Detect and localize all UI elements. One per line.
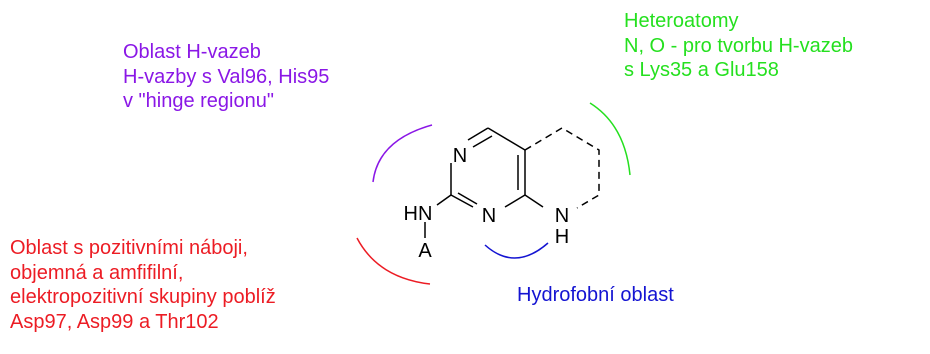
hetero-line-2: N, O - pro tvorbu H-vazeb [624,34,853,57]
pyrimidine-bonds [424,127,544,238]
hbond-line-2: H-vazby s Val96, His95 [123,65,330,88]
hbond-region-label: Oblast H-vazeb H-vazby s Val96, His95 v … [123,40,329,114]
hbond-line-3: v "hinge regionu" [123,90,274,112]
hetero-line-3: s Lys35 a Glu158 [624,59,779,81]
hbond-line-1: Oblast H-vazeb [123,41,261,63]
hydrophobic-line-1: Hydrofobní oblast [517,284,674,306]
positive-line-1: Oblast s pozitivními náboji, [10,237,248,259]
atom-a: A [418,240,432,262]
atom-h-ring: H [555,226,569,248]
hydrophobic-arc [484,242,549,259]
positive-line-4: Asp97, Asp99 a Thr102 [10,310,219,333]
positive-arc [356,237,431,285]
atom-hn: HN [404,203,433,225]
atom-n-bottom: N [482,205,496,227]
heteroatom-region-label: Heteroatomy N, O - pro tvorbu H-vazeb s … [624,9,853,83]
atom-n-top: N [453,145,467,167]
positive-region-label: Oblast s pozitivními náboji, objemná a a… [10,236,276,334]
dashed-ring-bonds [524,127,600,209]
hydrophobic-region-label: Hydrofobní oblast [517,283,674,308]
heteroatom-arc [589,102,631,176]
hetero-line-1: Heteroatomy [624,10,739,32]
atom-n-ring: N [555,205,569,227]
positive-line-3: elektropozitivní skupiny poblíž [10,286,276,308]
hbond-arc [372,124,433,183]
positive-line-2: objemná a amfifilní, [10,261,184,284]
